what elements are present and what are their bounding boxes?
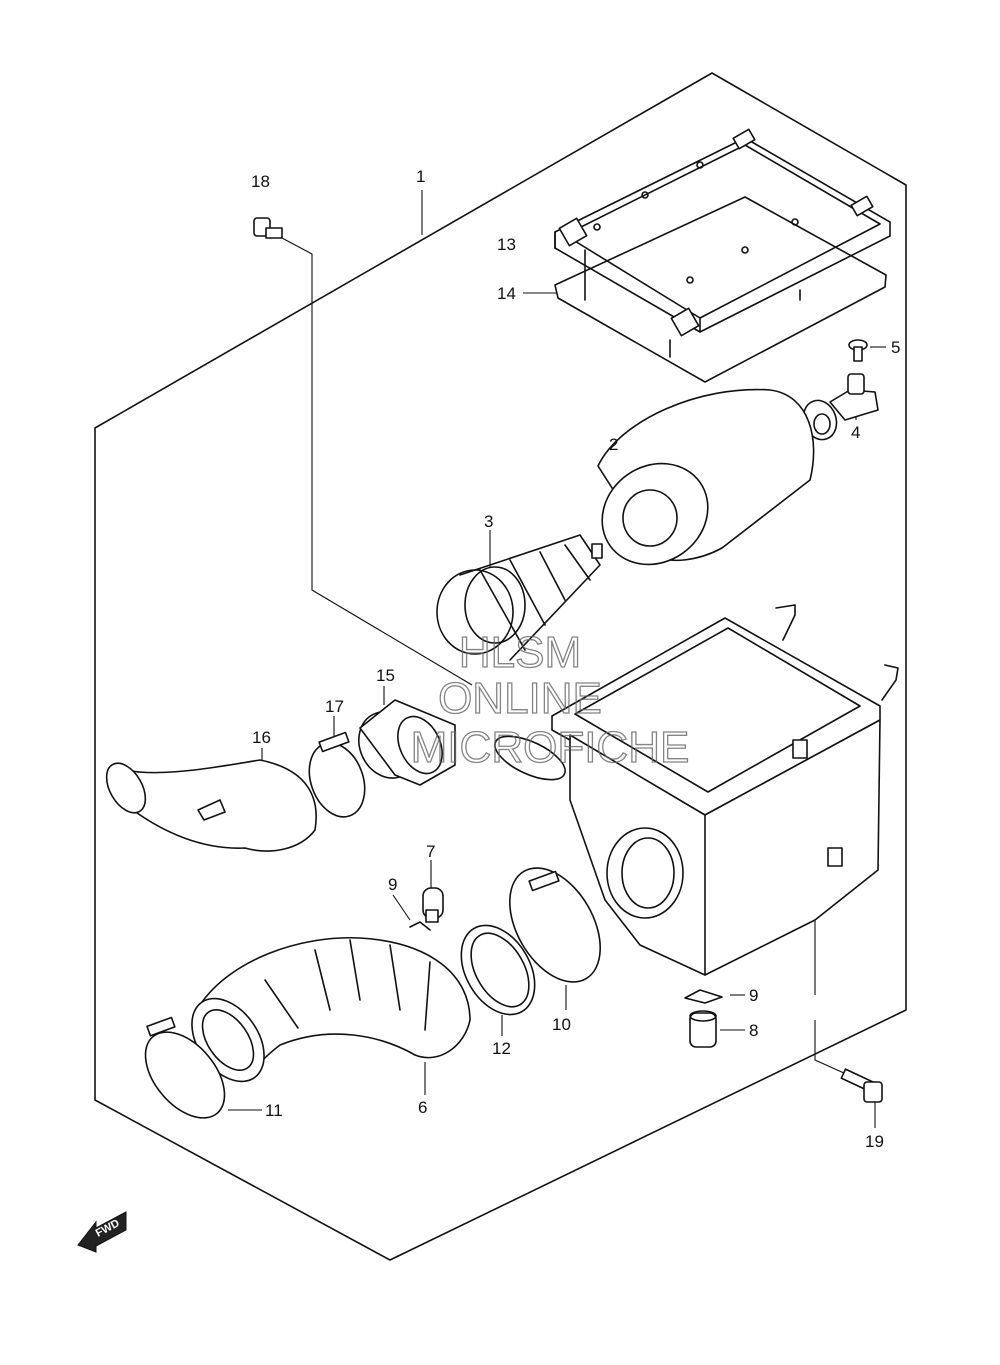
callout-9b: 9	[749, 986, 758, 1005]
forward-direction-arrow-icon: FWD	[77, 1211, 127, 1253]
air-cleaner-cap	[554, 128, 891, 337]
clamp-10	[508, 867, 602, 983]
callout-15: 15	[376, 666, 395, 685]
callout-16: 16	[252, 728, 271, 747]
inlet-tube-16	[105, 759, 317, 852]
filter-cage	[436, 534, 603, 661]
clip-9b	[684, 989, 723, 1004]
bolt-18	[253, 217, 283, 239]
callout-17: 17	[325, 697, 344, 716]
clip-9	[409, 921, 431, 931]
callout-18: 18	[251, 172, 270, 191]
svg-text:HLSM: HLSM	[459, 628, 581, 677]
bolt-19	[840, 1068, 883, 1103]
clamp-11	[144, 1031, 226, 1119]
callout-7: 7	[426, 842, 435, 861]
intake-duct-6	[191, 936, 471, 1083]
callout-6: 6	[418, 1098, 427, 1117]
callout-3: 3	[484, 512, 493, 531]
callout-2: 2	[609, 435, 618, 454]
callout-9a: 9	[388, 875, 397, 894]
drain-8	[689, 1010, 717, 1048]
air-cleaner-case	[494, 604, 899, 976]
svg-text:ONLINE: ONLINE	[438, 674, 602, 723]
screen-12	[460, 924, 536, 1016]
callout-4: 4	[851, 423, 860, 442]
callout-19: 19	[865, 1132, 884, 1151]
callout-11: 11	[265, 1101, 283, 1120]
callout-1: 1	[416, 167, 425, 186]
leader-lines	[228, 190, 886, 1128]
watermark: HLSM ONLINE MICROFICHE	[410, 627, 690, 772]
fitting-7	[422, 887, 444, 923]
assembly-frame	[94, 72, 907, 1261]
air-filter-element	[597, 388, 815, 566]
callout-5: 5	[891, 338, 900, 357]
callout-8: 8	[749, 1021, 758, 1040]
intake-boot-15	[358, 699, 456, 786]
cap-seal	[554, 196, 887, 383]
screw-5	[848, 339, 868, 362]
callout-12: 12	[492, 1039, 511, 1058]
callout-labels: 1 2 3 4 5 6 7 8 9 9 10 11 12 13 14 15 16…	[251, 167, 900, 1151]
callout-13: 13	[497, 235, 516, 254]
callout-10: 10	[552, 1015, 571, 1034]
callout-14: 14	[497, 284, 516, 303]
svg-text:MICROFICHE: MICROFICHE	[411, 723, 690, 772]
